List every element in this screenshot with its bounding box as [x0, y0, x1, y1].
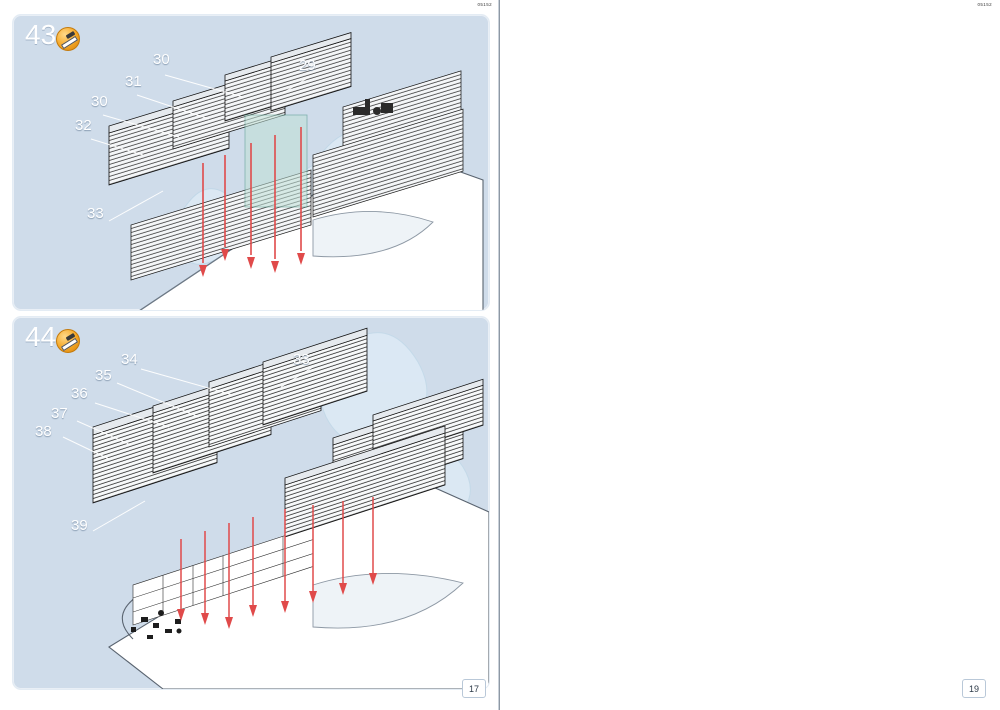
kit-code-left: 05152: [477, 2, 492, 7]
step-44-icons: [56, 329, 80, 353]
part-label-33b: 33: [293, 351, 310, 368]
step-number-44: 44: [25, 321, 57, 352]
cut-tool-icon: [56, 27, 80, 51]
part-label-39: 39: [71, 517, 88, 534]
step-number-43: 43: [25, 19, 57, 50]
part-label-36: 36: [71, 385, 88, 402]
step-44-drawing: [62, 327, 489, 689]
step-panel-43: 43: [12, 14, 490, 311]
part-label-32: 32: [75, 117, 92, 134]
step-43-drawing: [90, 32, 484, 310]
step-panel-44: 44: [12, 316, 490, 690]
part-label-30b: 30: [91, 93, 108, 110]
part-label-35: 35: [95, 367, 112, 384]
part-label-34: 34: [121, 351, 138, 368]
part-label-30a: 30: [153, 51, 170, 68]
step-43-icons: [56, 27, 80, 51]
left-page: 05152 43: [12, 2, 492, 698]
part-label-31: 31: [125, 73, 142, 90]
part-label-37: 37: [51, 405, 68, 422]
page-number-left: 17: [462, 679, 486, 698]
part-label-38: 38: [35, 423, 52, 440]
right-page: 05152 46 ★ A: [500, 0, 1000, 710]
cut-tool-icon: [56, 329, 80, 353]
part-label-33a: 33: [87, 205, 104, 222]
part-label-29: 29: [299, 57, 316, 74]
page-number-right: 19: [962, 679, 986, 698]
kit-code-right: 05152: [977, 2, 992, 7]
